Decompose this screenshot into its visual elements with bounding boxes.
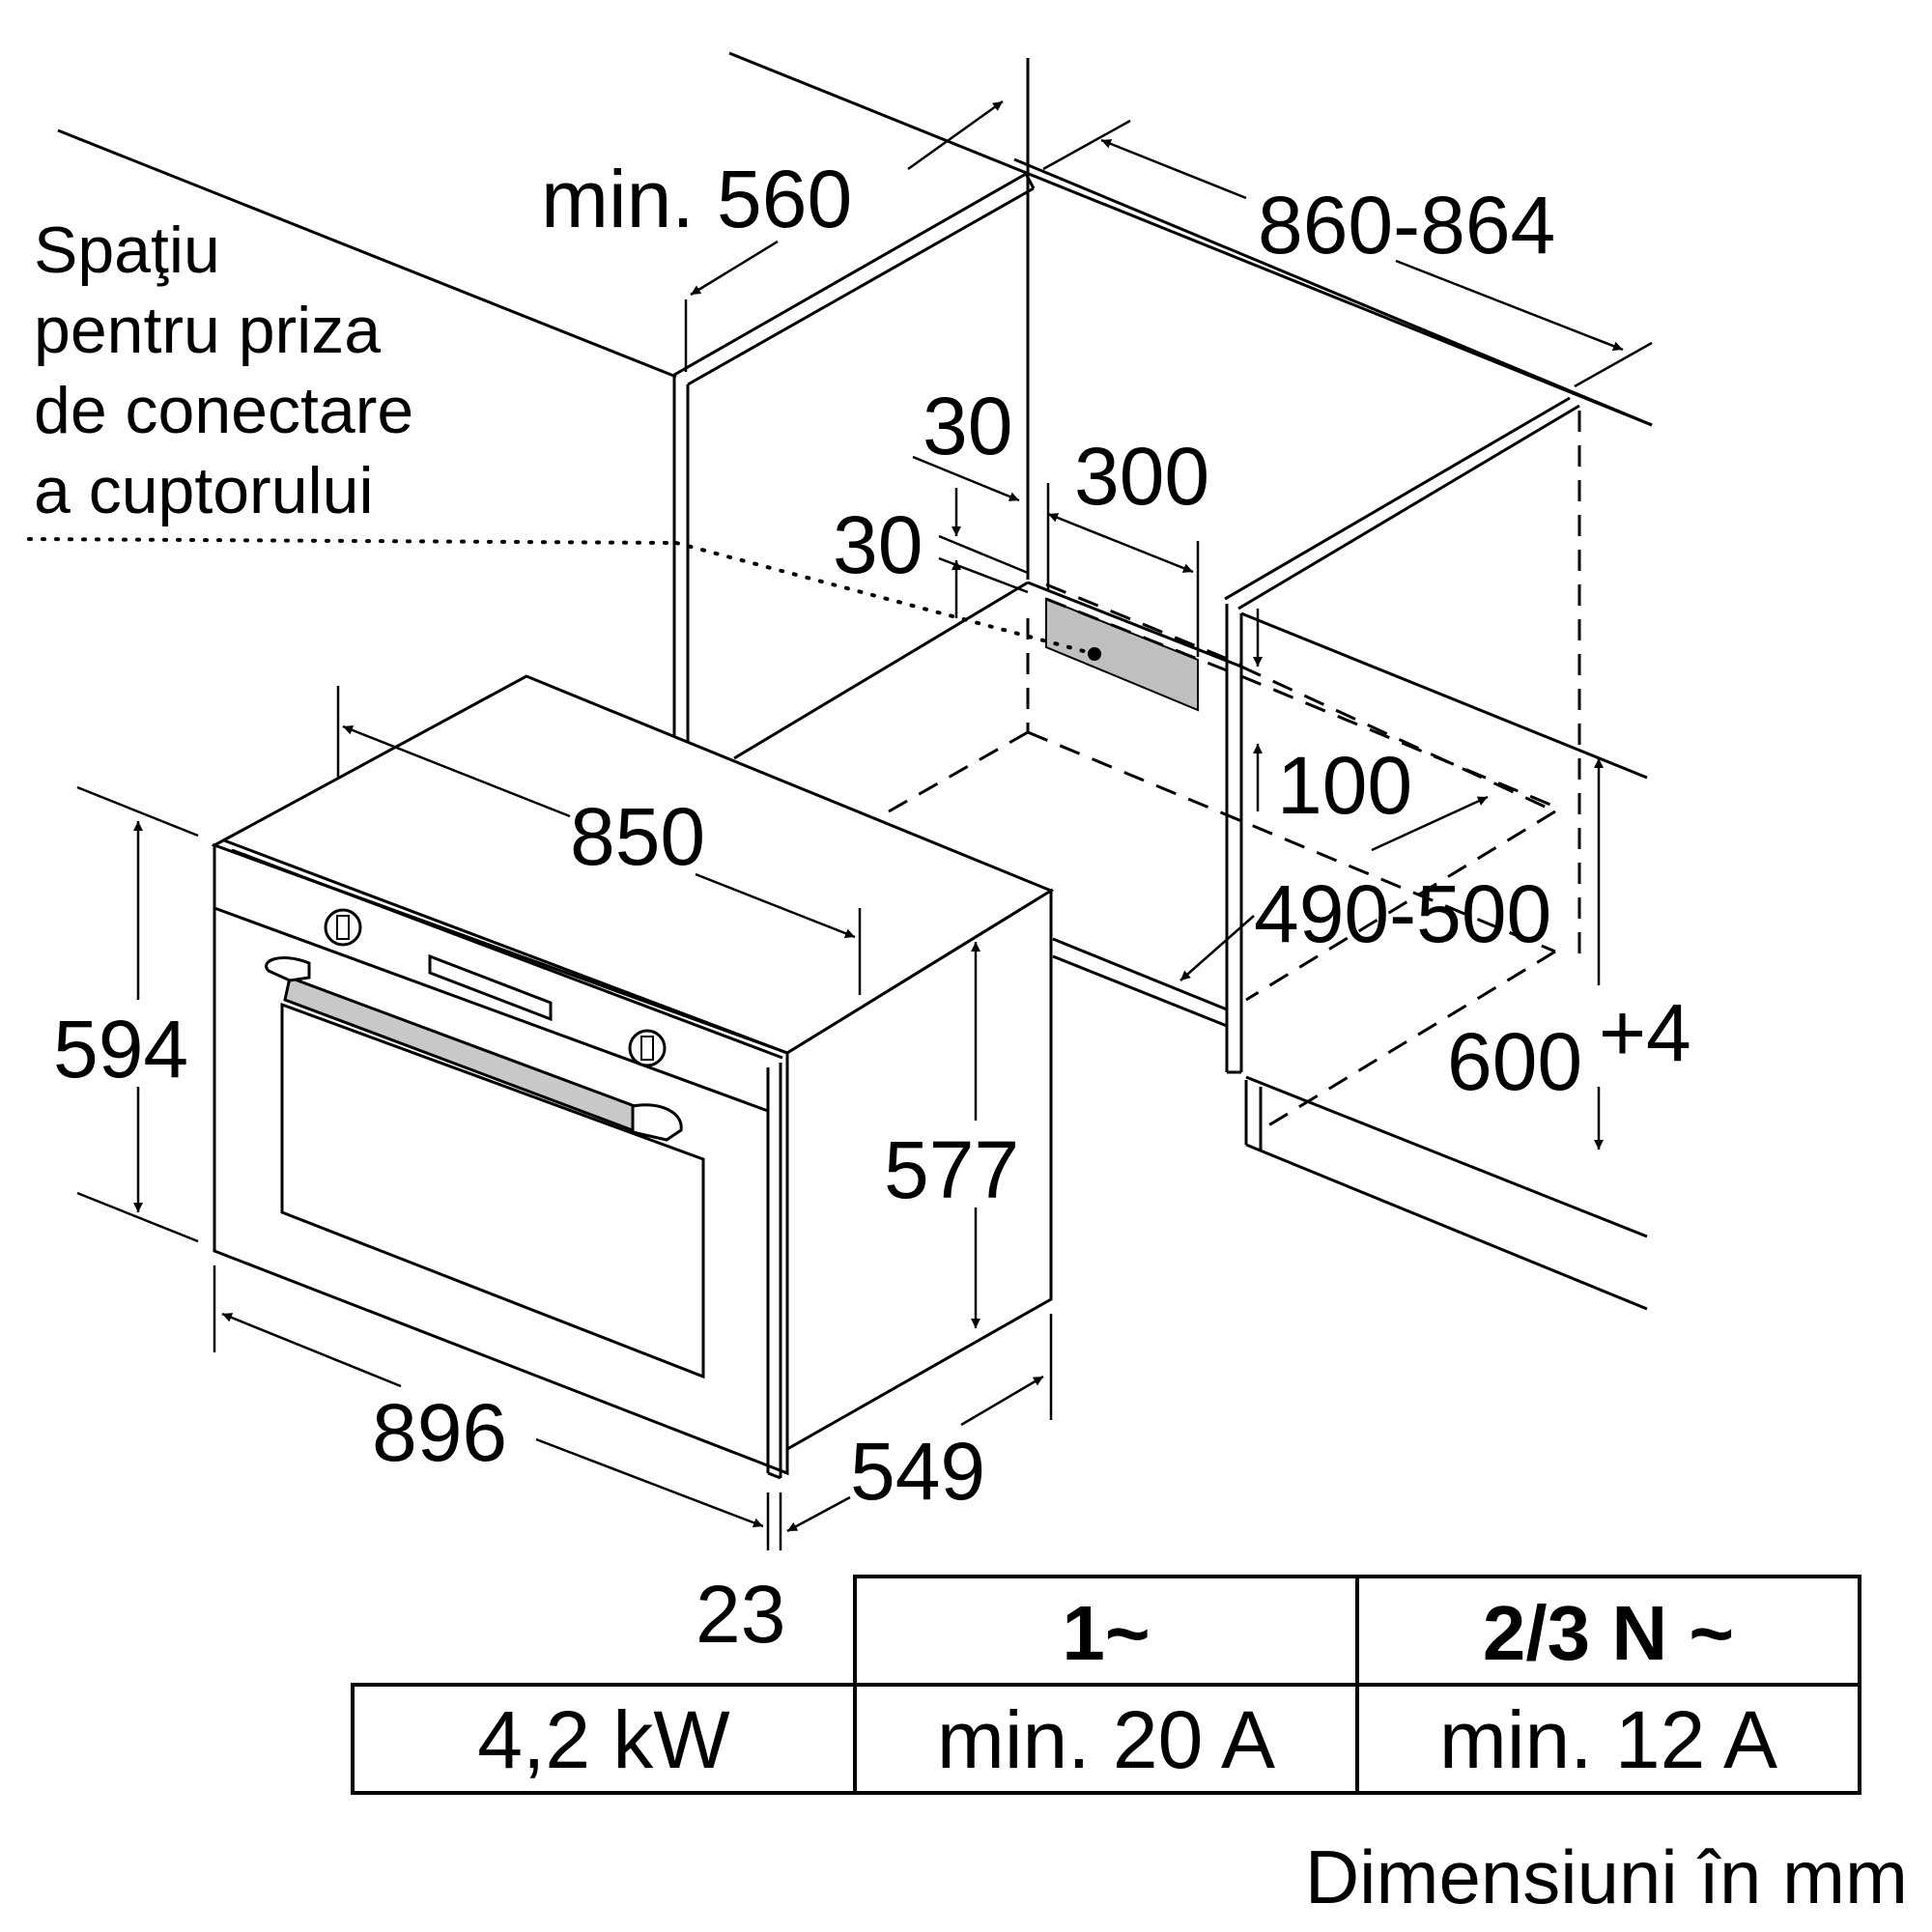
table-header-three-phase: 2/3 N ~: [1483, 1590, 1734, 1676]
dimension-lines: [76, 58, 1653, 1550]
dim-300: 300: [1074, 431, 1209, 522]
dim-min-560: min. 560: [541, 154, 852, 244]
table-fuse-three-phase: min. 12 A: [1439, 1694, 1777, 1785]
dim-600-tolerance: +4: [1599, 987, 1691, 1078]
note-line-2: pentru priza: [34, 294, 381, 367]
note-line-4: a cuptorului: [34, 454, 374, 527]
dim-850: 850: [570, 791, 705, 882]
table-power-rating: 4,2 kW: [477, 1694, 729, 1785]
dim-896: 896: [372, 1387, 507, 1478]
socket-note: Spaţiu pentru priza de conectare a cupto…: [34, 213, 413, 527]
dim-100: 100: [1277, 740, 1412, 831]
dim-860-864: 860-864: [1258, 180, 1555, 270]
note-line-1: Spaţiu: [34, 213, 220, 287]
dim-600: 600: [1447, 1016, 1582, 1107]
dim-23: 23: [696, 1569, 785, 1660]
table-header-single-phase: 1~: [1062, 1590, 1150, 1676]
dim-594: 594: [53, 1004, 188, 1094]
dim-577: 577: [884, 1124, 1019, 1215]
power-table: 1~ 2/3 N ~ 4,2 kW min. 20 A min. 12 A: [351, 1575, 1861, 1795]
dim-490-500: 490-500: [1254, 868, 1551, 959]
units-caption: Dimensiuni în mm: [1305, 1834, 1908, 1919]
table-fuse-single-phase: min. 20 A: [937, 1694, 1275, 1785]
dimension-labels: min. 560 860-864 30 300 30 100 850 490-5…: [53, 154, 1691, 1660]
dim-30-side: 30: [833, 499, 923, 590]
oven: [211, 674, 1055, 1480]
dim-30-top: 30: [923, 381, 1012, 471]
dim-549: 549: [850, 1426, 985, 1517]
socket-area: [27, 537, 1242, 712]
note-line-3: de conectare: [34, 374, 413, 447]
